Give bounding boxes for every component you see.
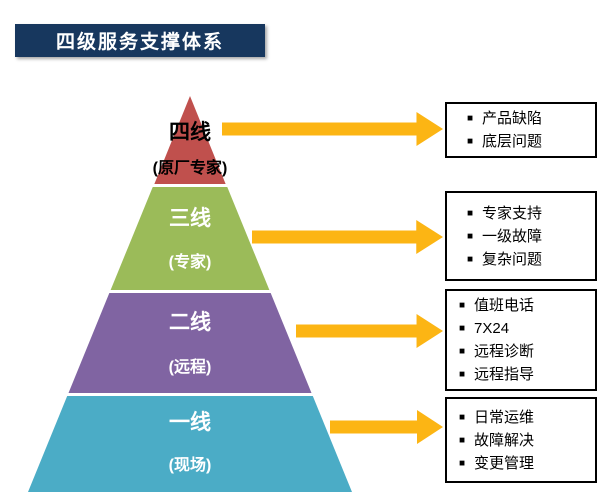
box-item: ■ 远程指导 [459, 363, 589, 386]
box-item-label: 产品缺陷 [482, 110, 543, 127]
square-bullet-icon: ■ [459, 411, 466, 423]
detail-box-level-2: ■ 值班电话 ■ 7X24 ■ 远程诊断 ■ 远程指导 [445, 289, 597, 391]
box-item: ■ 底层问题 [459, 130, 589, 153]
box-item: ■ 产品缺陷 [459, 107, 589, 130]
box-item: ■ 日常运维 [459, 406, 589, 429]
box-item: ■ 故障解决 [459, 429, 589, 452]
box-item-label: 复杂问题 [482, 250, 543, 268]
square-bullet-icon: ■ [459, 369, 466, 380]
level-4-sublabel: (原厂专家) [152, 160, 228, 177]
square-bullet-icon: ■ [467, 230, 474, 242]
level-3-sublabel: (专家) [168, 254, 212, 271]
box-item: ■ 变更管理 [459, 452, 589, 475]
square-bullet-icon: ■ [459, 323, 466, 334]
box-item-label: 远程诊断 [474, 343, 535, 360]
level-1-sublabel: (现场) [168, 457, 212, 474]
square-bullet-icon: ■ [459, 346, 466, 357]
box-item: ■ 值班电话 [459, 294, 589, 317]
level-2-sublabel: (远程) [168, 359, 212, 376]
square-bullet-icon: ■ [467, 136, 474, 147]
detail-box-level-1: ■ 日常运维 ■ 故障解决 ■ 变更管理 [445, 397, 597, 483]
support-pyramid: 四线 (原厂专家) 三线 (专家) 二线 (远程) 一线 (现场) [28, 96, 352, 492]
box-item: ■ 一级故障 [459, 225, 589, 248]
box-item-label: 专家支持 [482, 204, 543, 222]
detail-box-level-3: ■ 专家支持 ■ 一级故障 ■ 复杂问题 [445, 191, 597, 281]
pyramid-level-1-shape [28, 396, 352, 492]
box-item-label: 远程指导 [474, 366, 535, 383]
square-bullet-icon: ■ [467, 207, 474, 219]
box-item-label: 日常运维 [474, 408, 535, 426]
level-1-label: 一线 [169, 411, 211, 434]
box-item: ■ 远程诊断 [459, 340, 589, 363]
square-bullet-icon: ■ [467, 253, 474, 265]
box-item: ■ 专家支持 [459, 202, 589, 225]
level-4-label: 四线 [169, 121, 211, 144]
pyramid-level-2-shape [68, 293, 312, 393]
level-2-label: 二线 [169, 311, 211, 334]
box-item-label: 底层问题 [482, 133, 543, 150]
box-item: ■ 复杂问题 [459, 248, 589, 271]
square-bullet-icon: ■ [459, 300, 466, 311]
box-item-label: 一级故障 [482, 227, 543, 245]
square-bullet-icon: ■ [459, 457, 466, 469]
box-item-label: 故障解决 [474, 431, 535, 449]
box-item-label: 值班电话 [474, 297, 535, 314]
square-bullet-icon: ■ [459, 434, 466, 446]
square-bullet-icon: ■ [467, 113, 474, 124]
detail-box-level-4: ■ 产品缺陷 ■ 底层问题 [445, 102, 597, 158]
level-3-label: 三线 [169, 207, 211, 230]
box-item-label: 7X24 [474, 320, 510, 337]
box-item-label: 变更管理 [474, 454, 535, 472]
title-banner: 四级服务支撑体系 [15, 24, 265, 57]
page-title: 四级服务支撑体系 [55, 32, 224, 53]
box-item: ■ 7X24 [459, 317, 589, 340]
